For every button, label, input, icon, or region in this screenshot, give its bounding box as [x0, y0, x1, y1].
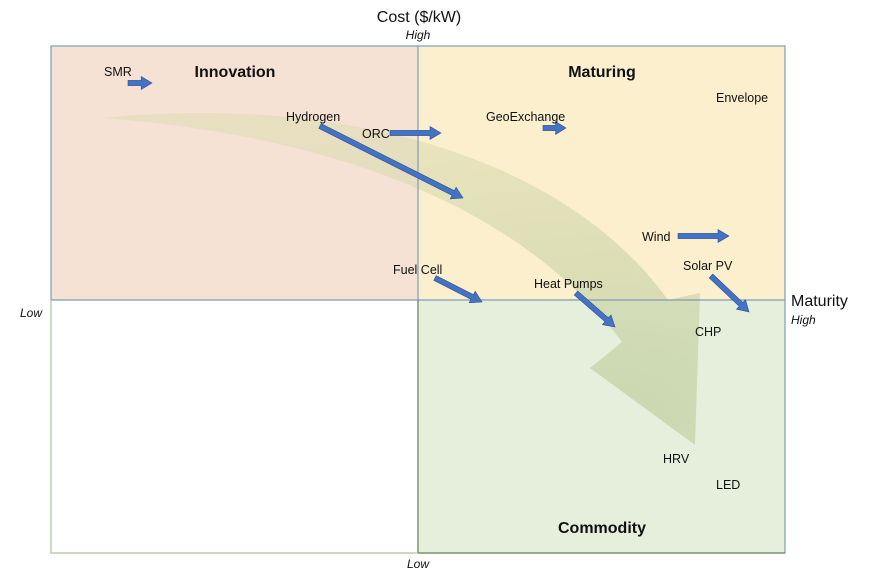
- tech-label-fuel-cell: Fuel Cell: [393, 263, 442, 277]
- fuel-cell-arrow: [433, 275, 483, 304]
- smr-arrow: [127, 75, 153, 91]
- tech-label-solar-pv: Solar PV: [683, 259, 733, 273]
- heat-pumps-arrow: [573, 290, 616, 328]
- tech-label-wind: Wind: [642, 230, 671, 244]
- tech-label-envelope: Envelope: [716, 91, 768, 105]
- tech-label-orc: ORC: [362, 127, 390, 141]
- technology-arrows: [127, 75, 750, 328]
- x-axis-high-label: High: [791, 313, 816, 327]
- hydrogen-arrow: [318, 123, 464, 200]
- maturing-title: Maturing: [568, 64, 636, 81]
- solar-pv-arrow: [708, 273, 750, 313]
- commodity-quadrant: [418, 300, 785, 553]
- y-axis-title: Cost ($/kW): [377, 9, 461, 26]
- geoexchange-arrow: [542, 120, 567, 136]
- tech-label-chp: CHP: [695, 325, 721, 339]
- wind-arrow: [677, 228, 730, 244]
- y-axis-high-label: High: [406, 28, 431, 42]
- empty-quadrant: [51, 300, 418, 553]
- x-axis-title: Maturity: [791, 293, 848, 310]
- maturity-trend-arrow: [102, 112, 700, 445]
- y-axis-low-label: Low: [407, 557, 430, 571]
- innovation-quadrant: [51, 46, 418, 300]
- tech-label-hrv: HRV: [663, 452, 690, 466]
- tech-label-hydrogen: Hydrogen: [286, 110, 340, 124]
- orc-arrow: [389, 125, 442, 141]
- innovation-title: Innovation: [195, 64, 276, 81]
- tech-label-smr: SMR: [104, 65, 132, 79]
- commodity-title: Commodity: [558, 520, 646, 537]
- tech-label-heat-pumps: Heat Pumps: [534, 277, 603, 291]
- x-axis-low-label: Low: [20, 306, 43, 320]
- tech-label-led: LED: [716, 478, 740, 492]
- tech-label-geoexchange: GeoExchange: [486, 110, 565, 124]
